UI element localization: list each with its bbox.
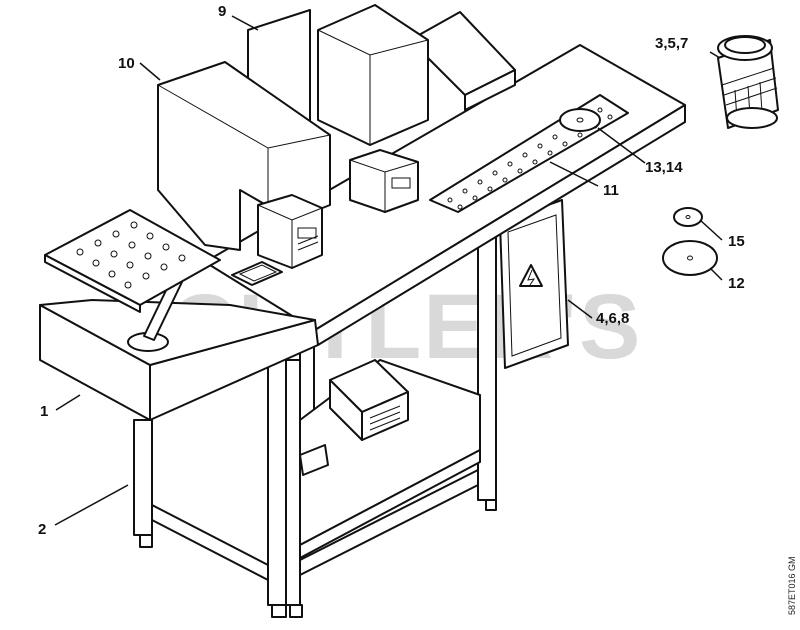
callout-12: 12 bbox=[728, 275, 745, 292]
perforated-plate bbox=[44, 209, 221, 313]
callout-9: 9 bbox=[218, 3, 226, 20]
drawing-code: 587ET016 GM bbox=[787, 556, 797, 615]
frame-stand bbox=[133, 229, 497, 618]
callout-3-5-7: 3,5,7 bbox=[655, 35, 688, 52]
lower-shelf bbox=[299, 359, 481, 559]
electrical-cabinet bbox=[499, 199, 569, 369]
disc-12 bbox=[662, 240, 718, 276]
callout-10: 10 bbox=[118, 55, 135, 72]
rear-cover bbox=[409, 11, 516, 111]
disc-15 bbox=[673, 207, 703, 227]
table-top bbox=[204, 44, 686, 346]
callout-4-6-8: 4,6,8 bbox=[596, 310, 629, 327]
callout-15: 15 bbox=[728, 233, 745, 250]
callout-11: 11 bbox=[603, 182, 619, 199]
callout-2: 2 bbox=[38, 521, 46, 538]
motor-part bbox=[717, 35, 779, 129]
callout-13-14: 13,14 bbox=[645, 159, 683, 176]
callout-1: 1 bbox=[40, 403, 48, 420]
filter-10 bbox=[157, 61, 331, 269]
leader-lines bbox=[54, 15, 723, 526]
